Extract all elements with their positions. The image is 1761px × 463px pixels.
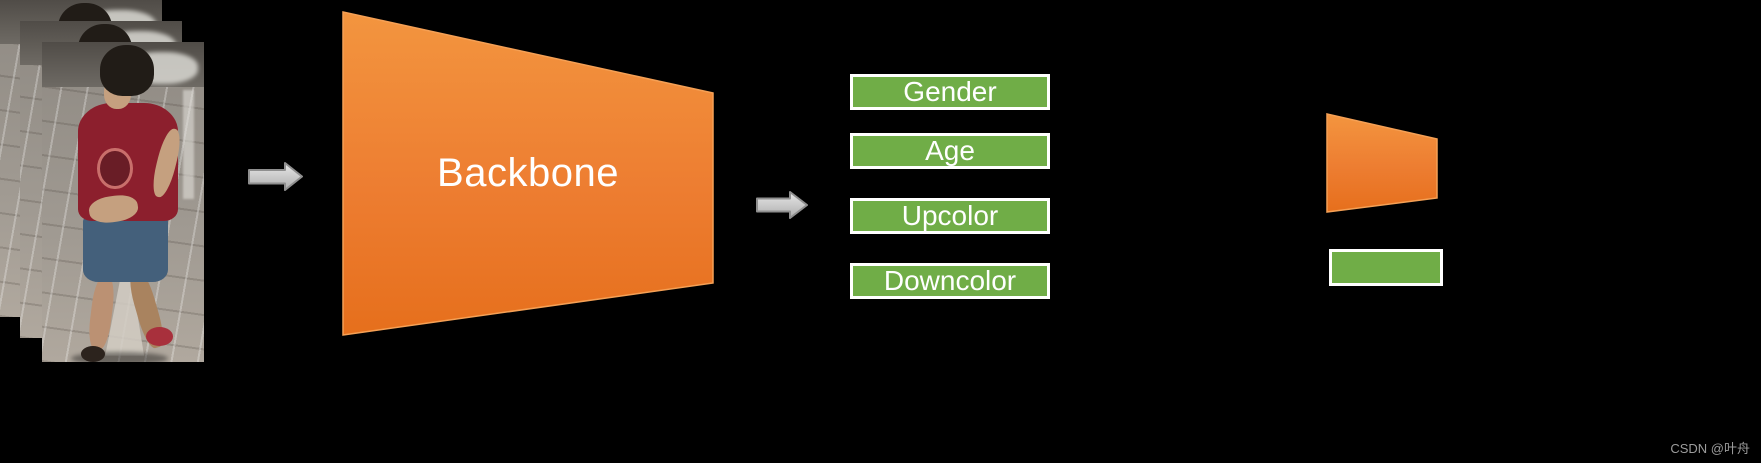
arrow-right-icon — [248, 162, 303, 191]
person-shoe — [80, 346, 106, 362]
pedestrian-photo-front — [42, 42, 204, 362]
person-denim-shorts — [82, 214, 169, 282]
output-box-age: Age — [850, 133, 1050, 169]
person-shadow — [71, 352, 169, 362]
shirt-logo — [97, 147, 133, 190]
arrow-right-icon — [756, 191, 808, 219]
legend-attribute-box — [1329, 249, 1443, 286]
output-box-gender: Gender — [850, 74, 1050, 110]
backbone-label: Backbone — [437, 150, 619, 195]
backbone-trapezoid — [342, 11, 714, 336]
output-label-upcolor: Upcolor — [901, 200, 999, 231]
legend-backbone-trapezoid — [1326, 113, 1438, 213]
output-label-age: Age — [925, 135, 975, 166]
output-box-downcolor: Downcolor — [850, 263, 1050, 299]
person-hair — [100, 45, 154, 97]
output-box-upcolor: Upcolor — [850, 198, 1050, 234]
background-light-strip — [182, 90, 195, 199]
output-label-gender: Gender — [903, 76, 997, 107]
person-red-shoe — [145, 326, 174, 346]
watermark: CSDN @叶舟 — [1670, 441, 1750, 456]
output-label-downcolor: Downcolor — [883, 265, 1017, 296]
